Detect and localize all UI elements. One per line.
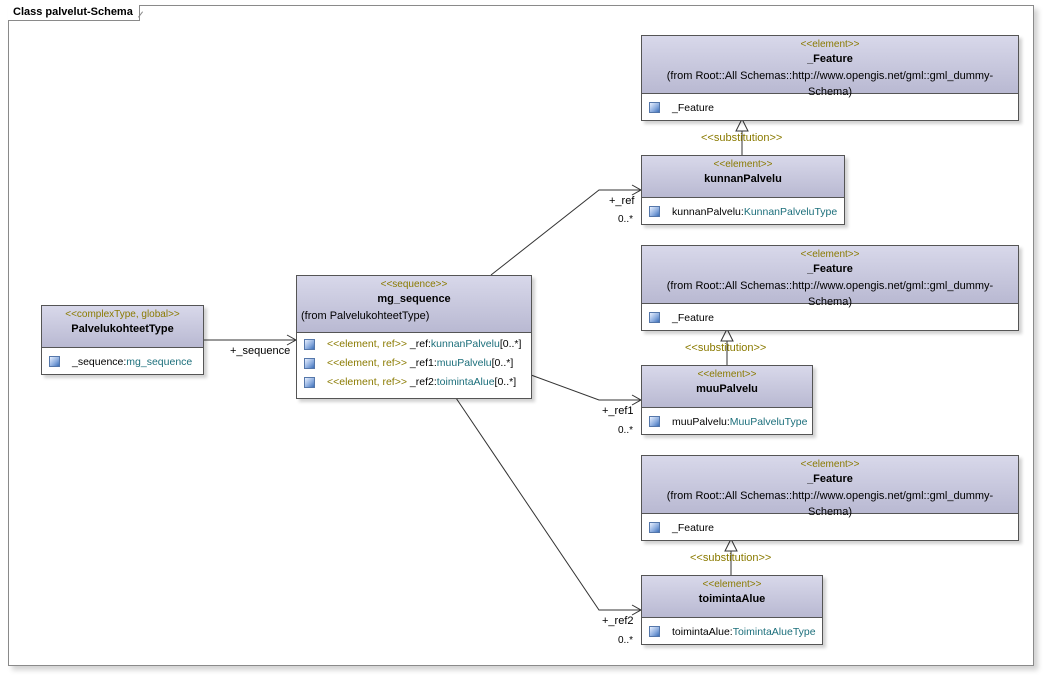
- generalization-arrow-3: [724, 537, 738, 552]
- attribute-icon: [649, 312, 660, 323]
- attribute-row: <<element, ref>> _ref2:toimintaAlue[0..*…: [297, 373, 531, 392]
- substitution-label-2: <<substitution>>: [685, 342, 767, 354]
- attribute-icon: [49, 356, 60, 367]
- class-name: muuPalvelu: [696, 383, 758, 395]
- namespace-label: (from PalvelukohteetType): [301, 310, 430, 322]
- multiplicity-ref1: 0..*: [618, 425, 634, 436]
- attribute-row: muuPalvelu:MuuPalveluType: [642, 412, 812, 432]
- role-label-ref: +_ref: [609, 195, 635, 207]
- substitution-label-3: <<substitution>>: [690, 552, 772, 564]
- edge-ref1: [530, 374, 641, 401]
- class-toimintaalue[interactable]: <<element>> toimintaAlue toimintaAlue:To…: [641, 575, 823, 645]
- attribute-row: <<element, ref>> _ref:kunnanPalvelu[0..*…: [297, 335, 531, 354]
- class-feature-2[interactable]: <<element>> _Feature (from Root::All Sch…: [641, 245, 1019, 331]
- stereotype: <<complexType, global>>: [65, 309, 180, 320]
- class-name: kunnanPalvelu: [704, 173, 782, 185]
- attribute-icon: [649, 626, 660, 637]
- class-muupalvelu[interactable]: <<element>> muuPalvelu muuPalvelu:MuuPal…: [641, 365, 813, 435]
- class-mg-sequence[interactable]: <<sequence>> mg_sequence (from Palveluko…: [296, 275, 532, 399]
- class-name: _Feature: [807, 263, 853, 275]
- attribute-icon: [304, 358, 315, 369]
- class-name: toimintaAlue: [698, 593, 766, 605]
- multiplicity-ref2: 0..*: [618, 635, 634, 646]
- namespace-label: (from Root::All Schemas::http://www.open…: [666, 70, 994, 98]
- attribute-icon: [649, 102, 660, 113]
- class-feature-1[interactable]: <<element>> _Feature (from Root::All Sch…: [641, 35, 1019, 121]
- attribute-icon: [649, 416, 660, 427]
- stereotype: <<element>>: [713, 159, 773, 170]
- attribute-row: <<element, ref>> _ref1:muuPalvelu[0..*]: [297, 354, 531, 373]
- substitution-label-1: <<substitution>>: [701, 132, 783, 144]
- attribute-row: toimintaAlue:ToimintaAlueType: [642, 622, 822, 642]
- attribute-row: _Feature: [642, 308, 1018, 328]
- class-feature-3[interactable]: <<element>> _Feature (from Root::All Sch…: [641, 455, 1019, 541]
- namespace-label: (from Root::All Schemas::http://www.open…: [666, 490, 994, 518]
- class-name: mg_sequence: [377, 293, 451, 305]
- multiplicity-ref: 0..*: [618, 214, 634, 225]
- attribute-row: _Feature: [642, 518, 1018, 538]
- role-label-ref1: +_ref1: [602, 405, 634, 417]
- stereotype: <<element>>: [697, 369, 757, 380]
- attribute-icon: [649, 206, 660, 217]
- class-name: PalvelukohteetType: [71, 323, 174, 335]
- stereotype: <<element>>: [800, 39, 860, 50]
- class-name: _Feature: [807, 53, 853, 65]
- class-palvelukohteettype[interactable]: <<complexType, global>> PalvelukohteetTy…: [41, 305, 204, 375]
- class-name: _Feature: [807, 473, 853, 485]
- role-label-ref2: +_ref2: [602, 615, 634, 627]
- stereotype: <<sequence>>: [380, 279, 448, 290]
- class-kunnanpalvelu[interactable]: <<element>> kunnanPalvelu kunnanPalvelu:…: [641, 155, 845, 225]
- namespace-label: (from Root::All Schemas::http://www.open…: [666, 280, 994, 308]
- stereotype: <<element>>: [800, 249, 860, 260]
- attribute-row: kunnanPalvelu:KunnanPalveluType: [642, 202, 844, 222]
- attribute-icon: [649, 522, 660, 533]
- attribute-icon: [304, 377, 315, 388]
- attribute-row: _Feature: [642, 98, 1018, 118]
- stereotype: <<element>>: [702, 579, 762, 590]
- diagram-title: Class palvelut-Schema: [8, 5, 140, 21]
- attribute-icon: [304, 339, 315, 350]
- generalization-arrow-1: [735, 117, 749, 132]
- edge-ref2: [455, 397, 641, 611]
- edge-ref: [490, 189, 641, 276]
- generalization-arrow-2: [720, 327, 734, 342]
- attribute-row: _sequence:mg_sequence: [42, 352, 203, 372]
- stereotype: <<element>>: [800, 459, 860, 470]
- role-label-sequence: +_sequence: [230, 345, 291, 357]
